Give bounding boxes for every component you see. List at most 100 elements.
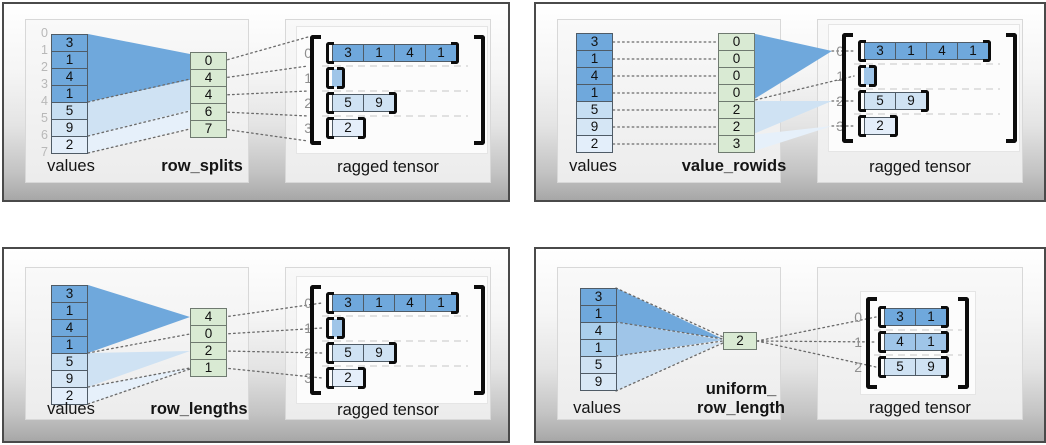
ragged-row: 3 1 4 1 xyxy=(332,44,457,62)
ragged-cell: 5 xyxy=(884,358,916,376)
encoding-cell: 0 xyxy=(190,52,227,70)
value-cell: 4 xyxy=(51,68,88,86)
panel-uniform-row-length: 3 1 4 1 5 9 2 0 1 2 3 1 4 1 5 9 values u… xyxy=(534,247,1046,443)
value-cell: 5 xyxy=(51,353,88,371)
value-index: 5 xyxy=(41,111,48,125)
value-cell: 9 xyxy=(580,373,617,391)
value-cell: 4 xyxy=(580,322,617,340)
value-cell: 5 xyxy=(580,356,617,374)
encoding-cell: 0 xyxy=(190,325,227,343)
close-bracket-icon xyxy=(389,342,397,364)
close-bracket-icon xyxy=(890,115,898,137)
ragged-row: 4 1 xyxy=(884,333,947,351)
values-label: values xyxy=(47,400,95,418)
ragged-cell: 1 xyxy=(363,44,395,62)
open-bracket-icon xyxy=(326,342,334,364)
values-column: 3 1 4 1 5 9 2 xyxy=(576,33,613,153)
row-splits-column: 0 4 4 6 7 xyxy=(190,52,227,138)
row-index: 2 xyxy=(854,359,862,375)
method-label-line2: row_length xyxy=(696,399,785,417)
close-bracket-icon xyxy=(358,117,366,139)
ragged-row: 5 9 xyxy=(884,358,947,376)
ragged-tensor-label: ragged tensor xyxy=(869,399,971,417)
value-cell: 4 xyxy=(51,319,88,337)
value-cell: 9 xyxy=(51,370,88,388)
value-cell: 2 xyxy=(576,135,613,153)
value-cell: 5 xyxy=(576,101,613,119)
open-bracket-icon xyxy=(878,306,886,328)
ragged-row: 3 1 4 1 xyxy=(332,294,457,312)
ragged-cell: 4 xyxy=(394,294,426,312)
open-bracket-icon xyxy=(878,356,886,378)
open-bracket-icon xyxy=(326,92,334,114)
value-cell: 9 xyxy=(576,118,613,136)
value-cell: 5 xyxy=(51,102,88,120)
value-cell: 3 xyxy=(51,34,88,52)
row-index: 1 xyxy=(304,70,312,86)
row-index: 3 xyxy=(304,120,312,136)
ragged-row: 3 1 4 1 xyxy=(864,42,989,60)
ragged-cell: 9 xyxy=(915,358,947,376)
close-bracket-icon xyxy=(941,331,949,353)
row-index: 0 xyxy=(836,43,844,59)
ragged-cell: 3 xyxy=(332,44,364,62)
close-bracket-icon xyxy=(389,92,397,114)
encoding-cell: 0 xyxy=(718,50,755,68)
values-column: 3 1 4 1 5 9 xyxy=(580,288,617,391)
row-index: 2 xyxy=(304,95,312,111)
row-index: 3 xyxy=(304,370,312,386)
encoding-cell: 4 xyxy=(190,86,227,104)
ragged-cell: 3 xyxy=(864,42,896,60)
value-cell: 3 xyxy=(576,33,613,51)
close-bracket-icon xyxy=(941,306,949,328)
value-cell: 1 xyxy=(576,50,613,68)
method-label: row_splits xyxy=(161,157,243,175)
close-bracket-icon xyxy=(474,285,485,395)
row-index: 0 xyxy=(304,45,312,61)
empty-row-block xyxy=(864,67,877,85)
open-bracket-icon xyxy=(878,331,886,353)
encoding-cell: 1 xyxy=(190,359,227,377)
method-label: value_rowids xyxy=(681,157,787,175)
close-bracket-icon xyxy=(337,317,345,339)
ragged-cell: 3 xyxy=(884,308,916,326)
open-bracket-icon xyxy=(326,292,334,314)
encoding-cell: 0 xyxy=(718,67,755,85)
encoding-cell: 2 xyxy=(718,101,755,119)
panel-row-splits: 0 1 2 3 4 5 6 7 3 1 4 1 5 9 2 0 4 4 6 7 … xyxy=(2,2,510,202)
open-bracket-icon xyxy=(858,40,866,62)
row-index: 3 xyxy=(836,118,844,134)
values-label: values xyxy=(569,157,617,175)
value-cell: 2 xyxy=(51,387,88,405)
method-label: row_lengths xyxy=(150,400,248,418)
value-index: 1 xyxy=(41,43,48,57)
value-cell: 1 xyxy=(51,336,88,354)
encoding-cell: 0 xyxy=(718,84,755,102)
encoding-cell: 2 xyxy=(723,332,757,350)
empty-row-block xyxy=(332,69,345,87)
ragged-cell: 4 xyxy=(394,44,426,62)
panel-row-lengths: 3 1 4 1 5 9 2 4 0 2 1 0 1 2 3 3 1 4 1 5 … xyxy=(2,247,510,443)
ragged-cell: 4 xyxy=(926,42,958,60)
value-cell: 1 xyxy=(51,51,88,69)
encoding-cell: 7 xyxy=(190,120,227,138)
close-bracket-icon xyxy=(983,40,991,62)
open-bracket-icon xyxy=(858,90,866,112)
open-bracket-icon xyxy=(326,367,334,389)
open-bracket-icon xyxy=(842,33,853,143)
row-index: 2 xyxy=(836,93,844,109)
value-cell: 3 xyxy=(580,288,617,306)
close-bracket-icon xyxy=(358,367,366,389)
encoding-cell: 6 xyxy=(190,103,227,121)
value-cell: 1 xyxy=(51,85,88,103)
values-column: 3 1 4 1 5 9 2 xyxy=(51,34,88,154)
ragged-row: 5 9 xyxy=(332,344,395,362)
values-label: values xyxy=(573,399,621,417)
ragged-row: 5 9 xyxy=(864,92,927,110)
close-bracket-icon xyxy=(1006,33,1017,143)
value-index: 3 xyxy=(41,77,48,91)
value-cell: 1 xyxy=(580,339,617,357)
values-label: values xyxy=(47,157,95,175)
encoding-cell: 0 xyxy=(718,33,755,51)
open-bracket-icon xyxy=(866,297,877,389)
